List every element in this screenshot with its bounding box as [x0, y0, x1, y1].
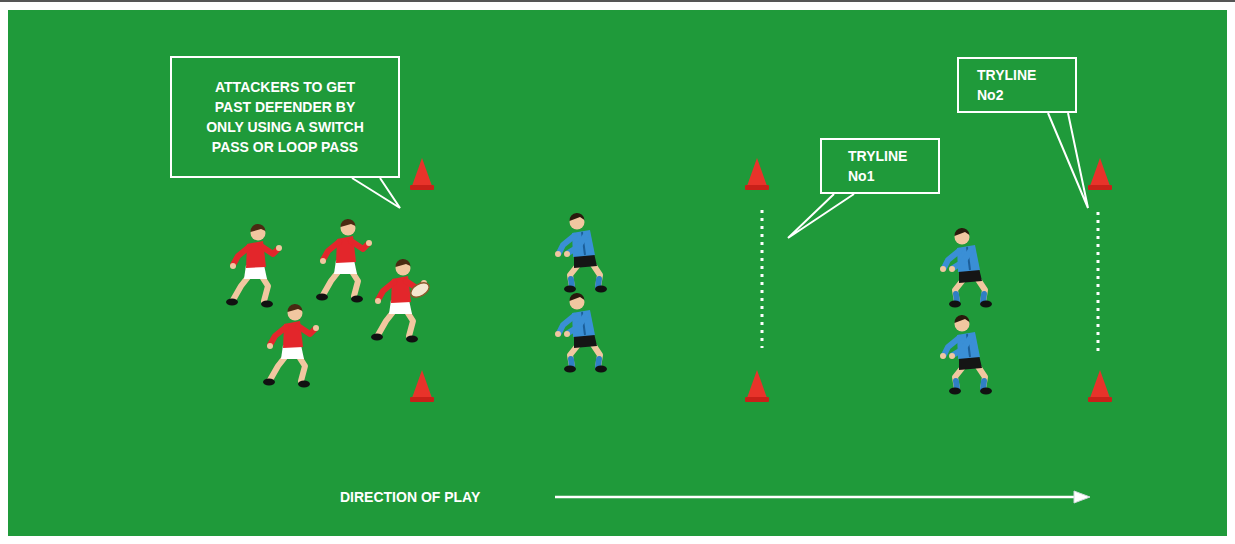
cone [410, 370, 434, 402]
callout-text: ATTACKERS TO GET PAST DEFENDER BY ONLY U… [198, 77, 372, 157]
cone [1088, 370, 1112, 402]
defender [940, 315, 992, 395]
cones [410, 158, 1112, 402]
callout-box: ATTACKERS TO GET PAST DEFENDER BY ONLY U… [170, 56, 400, 178]
tryline [761, 210, 764, 348]
callout-tail [1048, 113, 1088, 208]
direction-arrow [555, 491, 1090, 503]
attacker [371, 259, 427, 343]
attackers [226, 219, 432, 388]
defender [555, 213, 607, 293]
cone [745, 370, 769, 402]
defenders [555, 213, 992, 395]
callout-text: TRYLINE No2 [977, 65, 1063, 105]
tryline [1097, 212, 1100, 352]
cone [410, 158, 434, 190]
tryline-markings [762, 210, 1098, 352]
callout-text: TRYLINE No1 [848, 146, 926, 186]
attacker [263, 304, 319, 388]
callout-tail [788, 194, 854, 238]
arrow-head [1074, 491, 1090, 503]
defender [940, 228, 992, 308]
cone [745, 158, 769, 190]
callout-box: TRYLINE No2 [957, 57, 1077, 113]
callout-tails [352, 113, 1088, 238]
arrow-shaft [555, 496, 1078, 499]
direction-label: DIRECTION OF PLAY [340, 488, 480, 506]
top-rule [0, 0, 1235, 2]
pitch [8, 10, 1227, 536]
attacker [226, 224, 282, 308]
callout-box: TRYLINE No1 [820, 138, 940, 194]
rugby-ball [408, 280, 431, 300]
defender [555, 293, 607, 373]
attacker [316, 219, 372, 303]
cone [1088, 158, 1112, 190]
callout-tail [352, 178, 400, 208]
